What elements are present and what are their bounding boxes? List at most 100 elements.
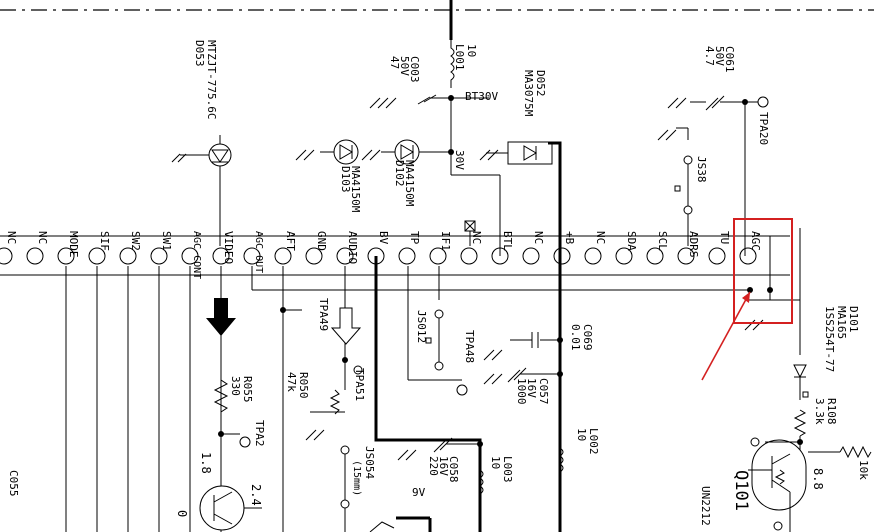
d101-part1: MA165 (835, 306, 848, 339)
connector-pin-label: VIDEO (222, 231, 235, 264)
connector-pin (584, 247, 602, 265)
connector-pin-label: TP (408, 231, 421, 245)
r055-ref: R055 (241, 376, 254, 403)
d103-part: MA4150M (349, 166, 362, 213)
js38-label: JS38 (695, 156, 708, 183)
connector-pin (0, 247, 13, 265)
c058-ref: C058 (447, 456, 460, 483)
tpa49-label: TPA49 (317, 298, 330, 331)
q101-transistor (748, 439, 807, 532)
connector-pin (708, 247, 726, 265)
30v-label: 30V (453, 150, 466, 170)
connector-pin (646, 247, 664, 265)
d101-part2: 1SS254T-77 (823, 306, 836, 372)
d102-diode (361, 139, 454, 165)
r055-resistor (213, 379, 251, 448)
d102-part: MA4150M (403, 160, 416, 207)
connector-pin (181, 247, 199, 265)
d053-diode (171, 135, 232, 246)
r050-resistor (305, 357, 363, 441)
connector-pin (243, 247, 261, 265)
agc-highlight-box (733, 218, 793, 324)
c061-capacitor (667, 95, 769, 256)
l001-ref: L001 (453, 44, 466, 71)
tpa20-label: TPA20 (757, 112, 770, 145)
connector-pin-label: SW2 (129, 231, 142, 251)
l002-value: 10 (575, 428, 588, 441)
nc-cross-marker (464, 220, 476, 246)
d053-ref: D053 (193, 40, 206, 67)
d053-part: MTZJT-775.6C (205, 40, 218, 119)
connector-pin (119, 247, 137, 265)
c069-capacitor (483, 332, 563, 361)
r050-value: 47k (285, 372, 298, 392)
js38-jumper (657, 127, 693, 246)
c055-label: C055 (7, 470, 20, 497)
d052-diode (479, 141, 553, 165)
connector-pin (739, 247, 757, 265)
l001-value: 10 (465, 44, 478, 57)
connector-pin-label: TU (718, 231, 731, 244)
d102-ref: D102 (393, 160, 406, 187)
c069-value: 0.01 (569, 324, 582, 351)
r050-ref: R050 (297, 372, 310, 399)
connector-pin-label: SCL (656, 231, 669, 251)
q101-part: UN2212 (699, 486, 712, 526)
connector-pin-label: +B (563, 231, 576, 245)
connector-pin (522, 247, 540, 265)
d052-part: MA3075M (522, 70, 535, 117)
connector-pin (336, 247, 354, 265)
d052-ref: D052 (534, 70, 547, 97)
voltage-1-8: 1.8 (199, 452, 213, 474)
connector-pin (615, 247, 633, 265)
connector-pin-label: BTL (501, 231, 514, 251)
voltage-8-8: 8.8 (811, 468, 825, 490)
connector-pin-label: AGC CONT (191, 231, 202, 279)
connector-pin-label: NC (594, 231, 607, 244)
r-right-value: 10k (857, 460, 870, 480)
c057-ref: C057 (537, 378, 550, 405)
q101-ref: Q101 (731, 470, 751, 511)
agc-tu-wiring (744, 228, 801, 355)
r108-value: 3.3k (813, 398, 826, 425)
l002-inductor (559, 447, 564, 473)
c003-value: 47 (388, 56, 401, 69)
js054-ref: JS054 (363, 446, 376, 479)
connector-pin (398, 247, 416, 265)
tpa48-label: TPA48 (463, 330, 476, 363)
voltage-0: 0 (175, 510, 189, 517)
r055-value: 330 (229, 376, 242, 396)
connector-pin-label: IF1 (439, 231, 452, 251)
connector-pin-label: SW1 (160, 231, 173, 251)
tpa51-label: TPA51 (353, 368, 366, 401)
bt30v-label: BT30V (465, 90, 498, 103)
c061-voltage: 50V (713, 46, 726, 66)
c061-value: 4.7 (703, 46, 716, 66)
c003-ref: C003 (408, 56, 421, 83)
connector-pin (150, 247, 168, 265)
js054-note: (15mm) (351, 460, 362, 496)
l003-value: 10 (489, 456, 502, 469)
r108-resistor (750, 409, 807, 450)
connector-pin (212, 247, 230, 265)
agc-arrow-head (742, 292, 750, 303)
js054-jumper (340, 445, 432, 532)
connector-pin-label: NC (470, 231, 483, 244)
connector-pin-label: SIF (98, 231, 111, 251)
c069-ref: C069 (581, 324, 594, 351)
c058-value: 220 (427, 456, 440, 476)
js012-jumper (425, 309, 468, 396)
agc-highlight-arrow (701, 291, 751, 381)
9v-label: 9V (412, 486, 426, 499)
voltage-2-4: 2.4 (249, 484, 263, 506)
connector-pin-label: AFT (284, 231, 297, 251)
c058-capacitor (397, 437, 484, 495)
d101-ref: D101 (847, 306, 860, 333)
pin-drop-wires (65, 266, 750, 532)
c058-voltage: 16V (437, 456, 450, 476)
connector-pin-label: NC (5, 231, 18, 244)
connector-pin-label: BV (377, 231, 390, 245)
connector-pin-label: NC (532, 231, 545, 244)
